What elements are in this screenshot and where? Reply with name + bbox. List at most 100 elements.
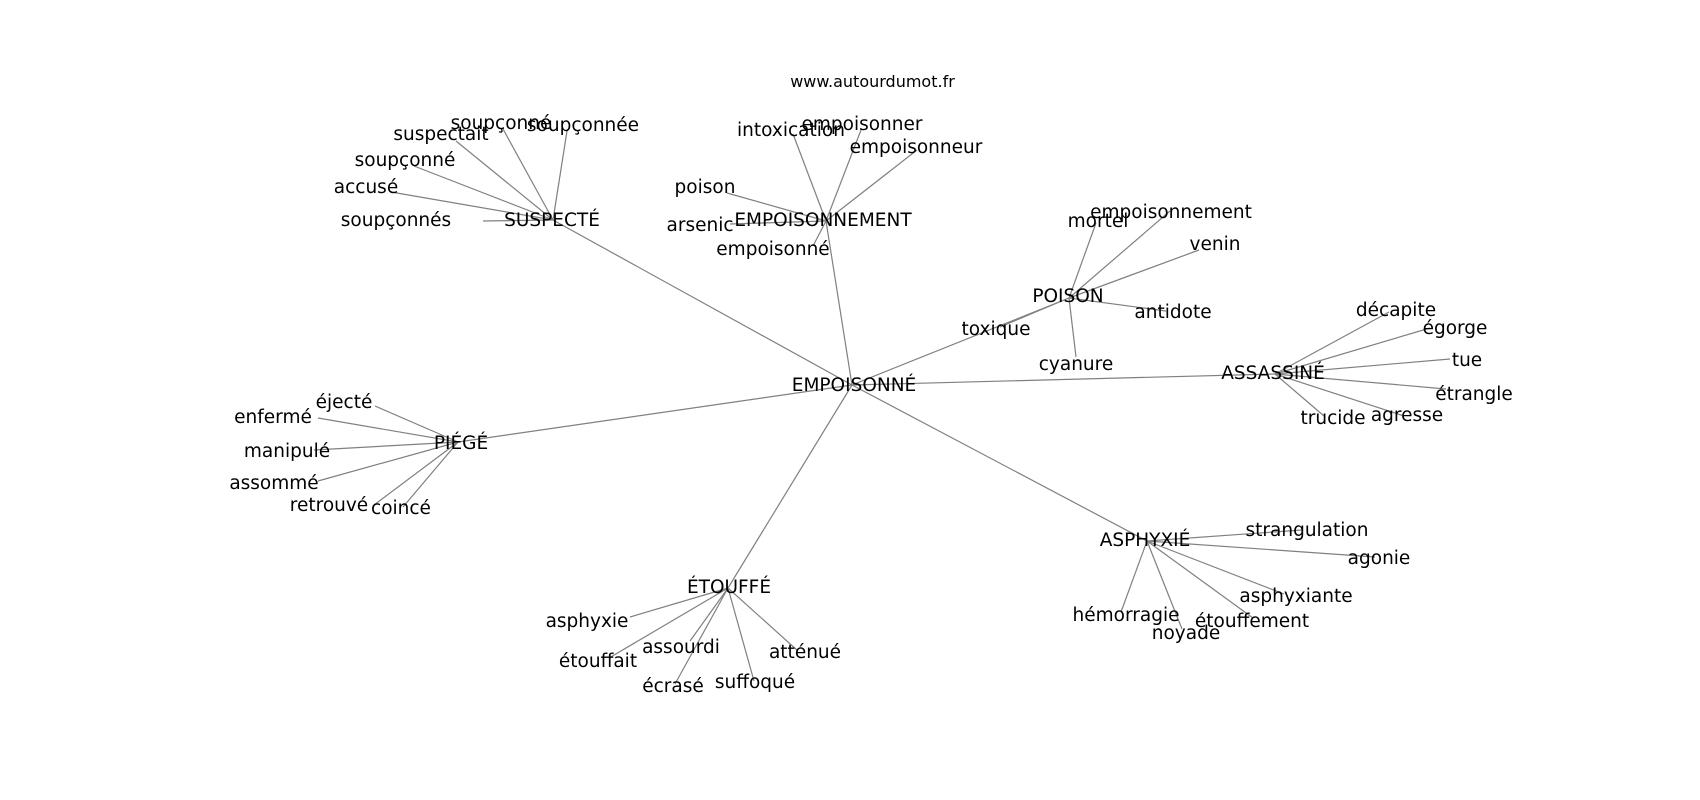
leaf-node-agonie: agonie <box>1348 548 1411 569</box>
leaf-node-soupconnee: soupçonnée <box>527 115 639 136</box>
edge-root-suspecte <box>552 219 853 386</box>
edge-suspecte-soupconnee <box>552 130 568 221</box>
edge-poison-hub-toxique <box>999 297 1070 328</box>
leaf-node-strangulation: strangulation <box>1246 520 1369 541</box>
leaf-node-etouffait: étouffait <box>559 651 637 672</box>
edge-asphyxie-strangulation <box>1146 529 1303 542</box>
edge-suspecte-suspectait <box>455 140 554 221</box>
edge-empoisonnement-hub-arsenic <box>729 220 827 225</box>
edge-asphyxie-etouffement <box>1146 540 1254 619</box>
leaf-node-trucide: trucide <box>1300 408 1365 429</box>
leaf-node-suffoque: suffoqué <box>715 672 795 693</box>
leaf-node-agresse: agresse <box>1371 405 1443 426</box>
edge-root-poison-hub <box>851 297 1070 386</box>
edge-root-etouffe <box>727 384 853 589</box>
edge-etouffe-ecrase <box>674 587 729 685</box>
edge-assassine-trucide <box>1274 373 1325 417</box>
edge-asphyxie-agonie <box>1146 540 1376 558</box>
edge-assassine-agresse <box>1274 373 1405 417</box>
leaf-node-poison: poison <box>675 177 736 198</box>
leaf-node-asphyxie: asphyxie <box>546 611 629 632</box>
edge-piege-assomme <box>317 441 459 482</box>
hub-node-piege: PIÉGÉ <box>434 432 488 454</box>
leaf-node-arsenic: arsenic <box>667 215 734 236</box>
leaf-node-enferme: enfermé <box>234 407 312 428</box>
leaf-node-egorge: égorge <box>1423 318 1488 339</box>
leaf-node-antidote: antidote <box>1134 302 1211 323</box>
edge-poison-hub-antidote <box>1068 297 1167 312</box>
edge-etouffe-asphyxie <box>629 587 729 618</box>
edge-poison-hub-mortel <box>1068 222 1097 299</box>
label-layer: EMPOISONNÉ SUSPECTÉ soupçonnés accusé soupço… <box>229 113 1512 697</box>
edge-assassine-decapite <box>1274 311 1390 375</box>
edge-poison-hub-empoisonnement <box>1068 210 1171 299</box>
leaf-node-ecrase: écrasé <box>642 676 704 697</box>
leaf-node-empoisonne: empoisonné <box>716 239 829 260</box>
hub-node-empoisonnement-hub: EMPOISONNEMENT <box>734 210 912 231</box>
edge-assassine-tue <box>1274 358 1451 375</box>
edge-asphyxie-hemorragie <box>1120 540 1148 613</box>
leaf-node-suspectait: suspectait <box>393 124 488 145</box>
edge-poison-hub-cyanure <box>1068 297 1077 358</box>
leaf-node-asphyxiante: asphyxiante <box>1239 586 1352 607</box>
edge-suspecte-accuse <box>390 191 554 221</box>
edge-suspecte-soupconne <box>413 165 554 221</box>
leaf-node-mortel: mortel <box>1068 211 1129 232</box>
leaf-node-intoxication: intoxication <box>737 120 845 141</box>
edge-piege-coince <box>402 441 459 508</box>
edge-root-empoisonnement-hub <box>825 220 853 386</box>
leaf-node-soupconnes: soupçonnés <box>341 210 451 231</box>
leaf-node-ejecte: éjecté <box>316 392 373 413</box>
hub-node-etouffe: ÉTOUFFÉ <box>687 576 771 598</box>
edge-layer <box>313 128 1451 685</box>
edge-empoisonnement-hub-empoisonne <box>812 220 827 247</box>
leaf-node-empoisonnement: empoisonnement <box>1090 202 1252 223</box>
leaf-node-soupconne: soupçonné <box>451 113 552 134</box>
edge-piege-enferme <box>317 417 459 443</box>
edge-root-asphyxie <box>851 384 1148 542</box>
edge-empoisonnement-hub-poison <box>726 192 827 222</box>
edge-empoisonnement-hub-empoisonner <box>825 129 862 222</box>
edge-etouffe-etouffait <box>608 587 729 659</box>
edge-piege-retrouve <box>373 441 459 506</box>
leaf-node-coince: coincé <box>371 498 431 519</box>
hub-node-poison-hub: POISON <box>1032 286 1103 307</box>
leaf-node-assourdi: assourdi <box>642 637 720 658</box>
leaf-node-noyade: noyade <box>1152 623 1220 644</box>
edge-etouffe-attenue <box>727 587 799 652</box>
edge-empoisonnement-hub-intoxication <box>792 133 827 222</box>
leaf-node-hemorragie: hémorragie <box>1073 605 1180 626</box>
hub-node-asphyxie: ASPHYXIÉ <box>1100 529 1191 551</box>
leaf-node-soupconne: soupçonné <box>355 150 456 171</box>
leaf-node-empoisonner: empoisonner <box>802 114 923 135</box>
leaf-node-tue: tue <box>1452 350 1482 371</box>
leaf-node-accuse: accusé <box>334 177 398 198</box>
leaf-node-assomme: assommé <box>229 473 318 494</box>
edge-suspecte-soupconne <box>502 128 554 221</box>
edge-asphyxie-noyade <box>1146 540 1183 630</box>
leaf-node-etrangle: étrangle <box>1435 384 1513 405</box>
edge-root-assassine <box>851 373 1276 386</box>
leaf-node-etouffement: étouffement <box>1195 611 1309 632</box>
edge-piege-ejecte <box>374 405 459 443</box>
leaf-node-empoisonneur: empoisonneur <box>850 137 983 158</box>
edge-assassine-egorge <box>1274 327 1431 375</box>
leaf-node-venin: venin <box>1190 234 1241 255</box>
hub-node-suspecte: SUSPECTÉ <box>504 209 600 231</box>
edge-poison-hub-venin <box>1068 249 1200 299</box>
edge-asphyxie-asphyxiante <box>1146 540 1285 595</box>
edge-assassine-etrangle <box>1274 373 1447 390</box>
leaf-node-attenue: atténué <box>769 642 841 663</box>
leaf-node-manipule: manipulé <box>244 441 330 462</box>
leaf-node-toxique: toxique <box>962 319 1031 340</box>
edge-etouffe-suffoque <box>727 587 755 682</box>
leaf-node-cyanure: cyanure <box>1039 354 1114 375</box>
root-node-label: EMPOISONNÉ <box>792 374 917 396</box>
edge-empoisonnement-hub-empoisonneur <box>825 149 918 222</box>
hub-node-assassine: ASSASSINÉ <box>1221 362 1325 384</box>
edge-suspecte-soupconnes <box>482 219 554 222</box>
edge-etouffe-assourdi <box>689 587 729 642</box>
edge-root-piege <box>457 384 853 443</box>
site-url: www.autourdumot.fr <box>790 72 955 91</box>
